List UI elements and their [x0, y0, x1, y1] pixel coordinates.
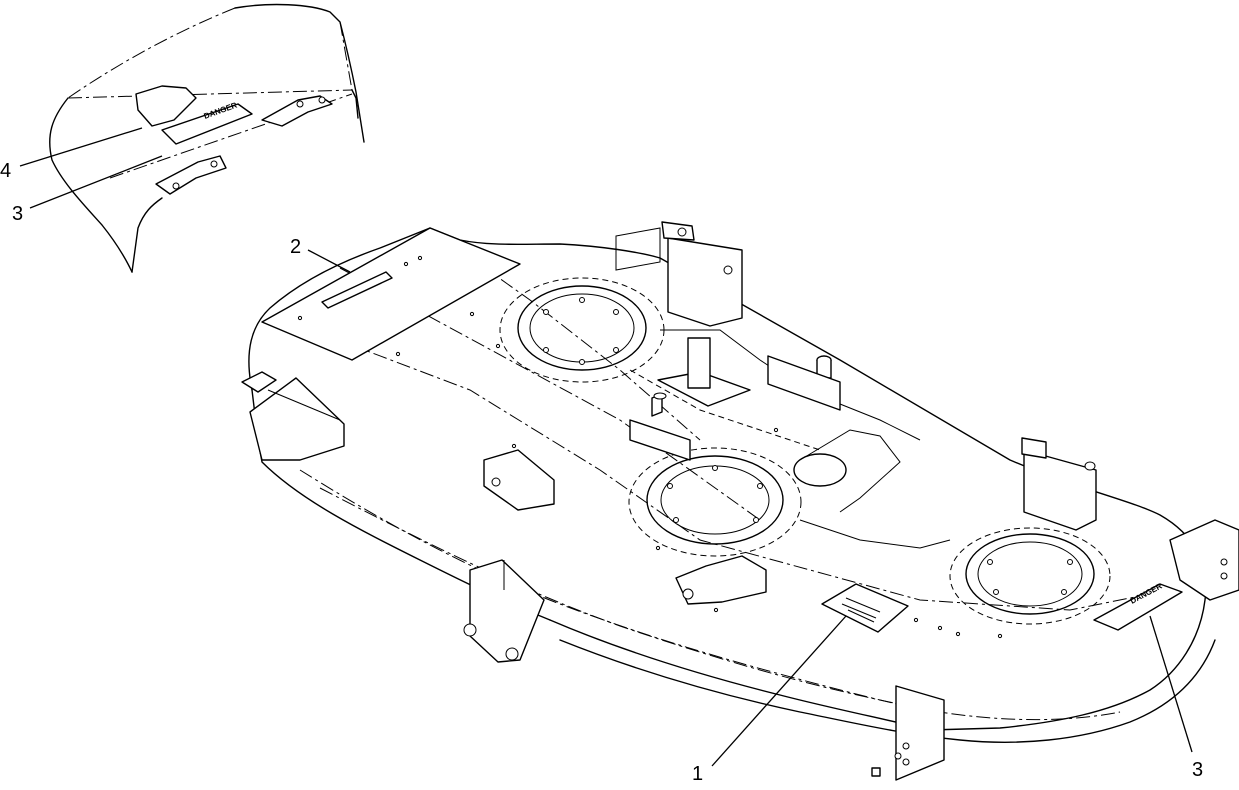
callouts: 4 3 2 1 3: [0, 160, 1203, 785]
front-bracket-left: [463, 559, 545, 663]
leader-1: [711, 615, 847, 767]
spindle-housing-center: [628, 447, 802, 557]
leader-lines: [19, 127, 1193, 767]
leader-3-deck: [1149, 615, 1193, 753]
spindle-housing-left: [499, 277, 665, 383]
callout-3-deck: 3: [1192, 759, 1203, 781]
rear-bracket-upper: [615, 221, 743, 327]
spindle-housing-right: [949, 527, 1111, 625]
callout-3-chute: 3: [12, 203, 23, 225]
leader-4: [19, 127, 143, 167]
front-bracket-right: [871, 685, 945, 781]
rear-bracket-right: [1021, 437, 1097, 531]
callout-1: 1: [692, 763, 703, 785]
discharge-chute: DANGER: [49, 3, 365, 273]
decal-2: [321, 271, 393, 309]
leader-2: [307, 249, 351, 273]
mower-deck: DANGER: [241, 221, 1239, 781]
decal-3-deck: [1093, 583, 1183, 631]
leader-3-chute: [29, 155, 163, 209]
callout-4: 4: [0, 160, 11, 182]
decal-4: [135, 85, 197, 127]
decal-1: [821, 583, 909, 633]
callout-2: 2: [290, 236, 301, 258]
decal-3-chute: [161, 103, 253, 145]
